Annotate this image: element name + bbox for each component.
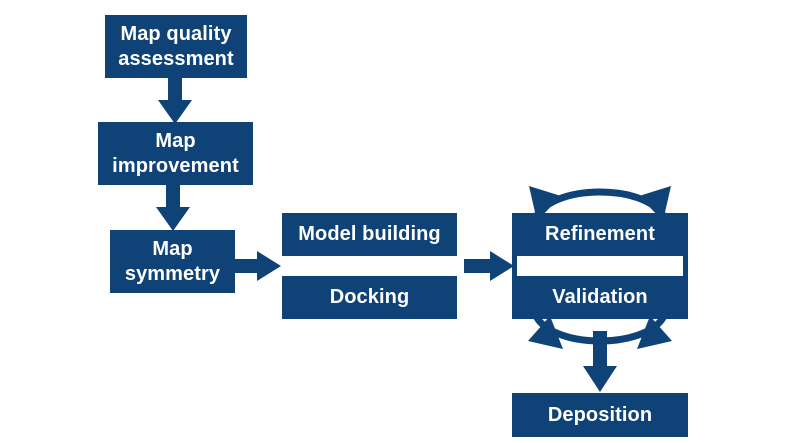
refinement-validation-gap-connector (512, 256, 688, 276)
node-label: Refinement (545, 223, 655, 246)
cycle-bottom-arc-arrowheads (528, 316, 672, 349)
node-docking[interactable]: Docking (282, 276, 457, 319)
node-deposition[interactable]: Deposition (512, 393, 688, 437)
node-map-symmetry[interactable]: Map symmetry (110, 230, 235, 293)
node-model-building[interactable]: Model building (282, 213, 457, 256)
arrow-symmetry-to-modelbuilding (235, 251, 281, 281)
node-label: Map improvement (112, 130, 239, 177)
node-label: Model building (298, 223, 441, 246)
node-label: Map quality assessment (118, 23, 234, 70)
node-map-improvement[interactable]: Map improvement (98, 122, 253, 185)
node-refinement[interactable]: Refinement (512, 213, 688, 256)
node-validation[interactable]: Validation (512, 276, 688, 319)
node-label: Docking (329, 286, 410, 309)
node-label: Map symmetry (124, 238, 221, 285)
node-label: Validation (552, 286, 648, 309)
arrow-assessment-to-improvement (158, 78, 192, 124)
arrow-modelbuilding-to-refinement (464, 251, 514, 281)
arrow-improvement-to-symmetry (156, 185, 190, 231)
node-label: Deposition (547, 403, 653, 426)
node-map-quality-assessment[interactable]: Map quality assessment (105, 15, 247, 78)
arrow-cycle-to-deposition (583, 331, 617, 392)
